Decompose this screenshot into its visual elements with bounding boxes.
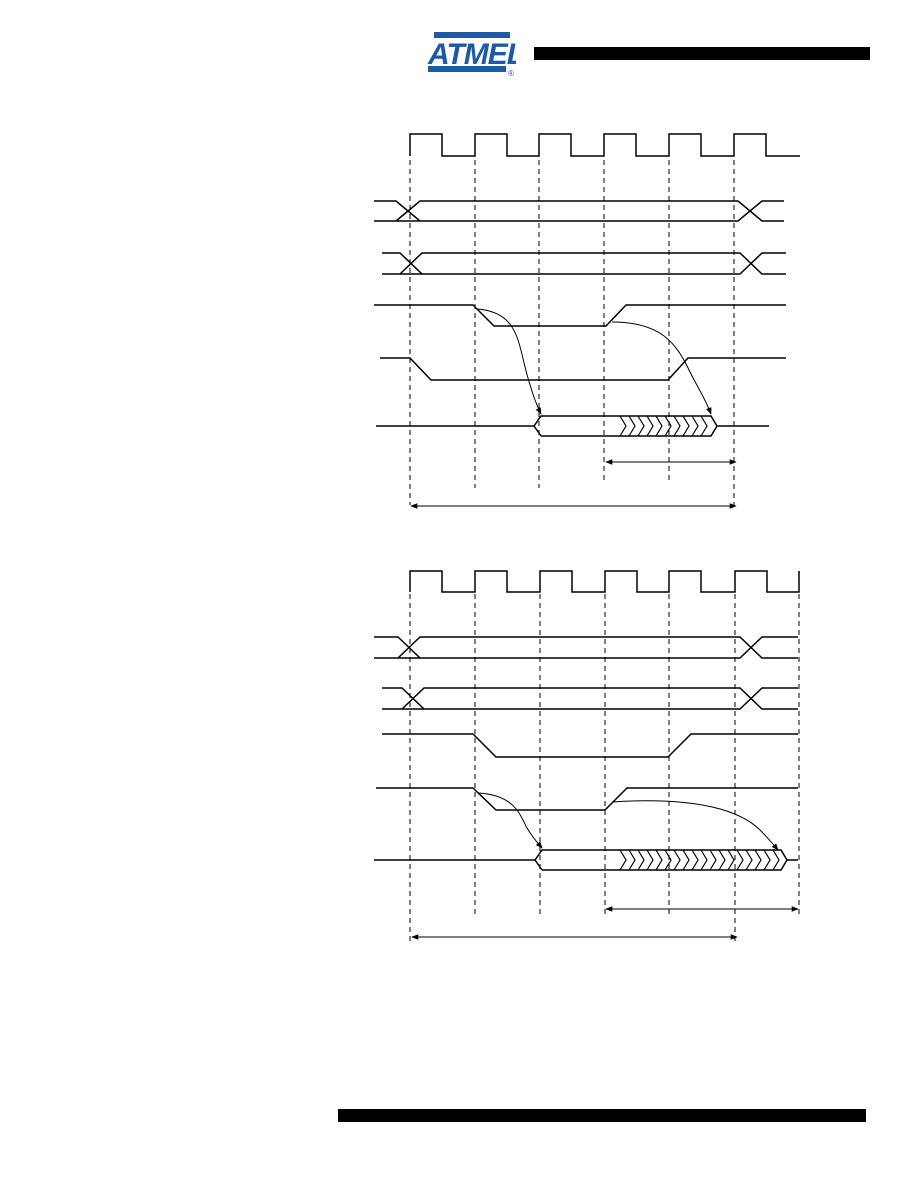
control-waveform-3-top (374, 304, 786, 327)
logo-top-bar (434, 32, 510, 38)
bus-waveform-2-bottom (382, 687, 798, 710)
control-waveform-4-top (380, 357, 786, 381)
bus-waveform-2-top (382, 252, 786, 275)
control-waveform-4-bottom (376, 787, 798, 811)
footer-bar (338, 1109, 866, 1122)
causal-arrow-top-2 (611, 321, 712, 415)
causal-arrow-top-1 (476, 308, 542, 415)
control-waveform-3-bottom (382, 733, 798, 758)
cycle-guides-top (409, 160, 735, 505)
bus-waveform-1-bottom (374, 636, 798, 659)
logo-registered-mark: ® (508, 69, 514, 78)
timing-diagram-top (374, 133, 800, 509)
atmel-logo-graphic: ATMEL ® (427, 32, 525, 78)
data-output-waveform-bottom (374, 849, 798, 871)
bus-waveform-1-top (374, 200, 784, 222)
clock-waveform-top (409, 133, 800, 157)
header-bar (534, 47, 870, 60)
logo-bottom-bar (428, 66, 506, 72)
causal-arrow-bottom-1 (477, 792, 543, 849)
data-output-waveform-top (376, 415, 769, 437)
causal-arrow-bottom-2 (611, 800, 779, 851)
atmel-logo: ATMEL ® (424, 32, 525, 78)
timing-diagram-bottom (374, 570, 800, 945)
logo-wordmark: ATMEL (427, 38, 516, 71)
clock-waveform-bottom (409, 570, 800, 593)
cycle-guides-bottom (409, 594, 800, 945)
